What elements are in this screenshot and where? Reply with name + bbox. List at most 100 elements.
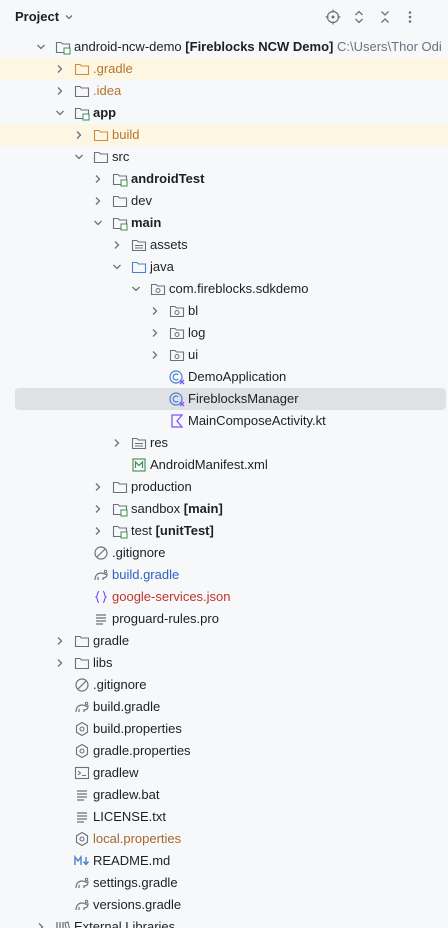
chevron-right-icon[interactable] [148,348,162,362]
tree-item-name: java [150,259,174,274]
tree-row[interactable]: settings.gradle [0,872,448,894]
tree-row[interactable]: README.md [0,850,448,872]
chevron-right-icon[interactable] [91,502,105,516]
tree-row[interactable]: .gitignore [0,542,448,564]
tree-item-name: google-services.json [112,589,231,604]
tree-item-label: README.md [93,850,170,872]
tree-row[interactable]: dev [0,190,448,212]
tree-row[interactable]: build.gradle [0,696,448,718]
tree-row[interactable]: gradlew [0,762,448,784]
more-options-icon[interactable] [399,6,421,28]
tree-row[interactable]: google-services.json [0,586,448,608]
tree-row[interactable]: LICENSE.txt [0,806,448,828]
chevron-right-icon[interactable] [148,326,162,340]
tree-row[interactable]: versions.gradle [0,894,448,916]
tree-row[interactable]: src [0,146,448,168]
tree-item-label: android-ncw-demo [Fireblocks NCW Demo] C… [74,36,442,58]
tree-item-label: androidTest [131,168,204,190]
chevron-right-icon[interactable] [72,128,86,142]
chevron-down-icon[interactable] [72,150,86,164]
chevron-down-icon[interactable] [53,106,67,120]
tree-row[interactable]: androidTest [0,168,448,190]
tree-item-name: gradle.properties [93,743,191,758]
tree-row[interactable]: android-ncw-demo [Fireblocks NCW Demo] C… [0,36,448,58]
tree-row[interactable]: main [0,212,448,234]
package-icon [169,347,185,363]
tree-row[interactable]: ui [0,344,448,366]
tree-row[interactable]: bl [0,300,448,322]
tree-row[interactable]: sandbox [main] [0,498,448,520]
resource-folder-icon [131,435,147,451]
tree-row[interactable]: gradlew.bat [0,784,448,806]
chevron-down-icon[interactable] [129,282,143,296]
tree-row[interactable]: External Libraries [0,916,448,928]
tree-item-label: build.gradle [93,696,160,718]
tree-item-label: main [131,212,161,234]
tree-row[interactable]: local.properties [0,828,448,850]
tree-row[interactable]: java [0,256,448,278]
tree-item-label: build.gradle [112,564,179,586]
manifest-icon [131,457,147,473]
chevron-right-icon[interactable] [34,920,48,928]
collapse-all-icon[interactable] [374,6,396,28]
chevron-right-icon[interactable] [148,304,162,318]
tree-row[interactable]: MainComposeActivity.kt [0,410,448,432]
chevron-down-icon[interactable] [110,260,124,274]
tree-row[interactable]: .gitignore [0,674,448,696]
tree-row[interactable]: build [0,124,448,146]
tree-item-name: build.properties [93,721,182,736]
folder-icon [74,655,90,671]
chevron-right-icon[interactable] [91,172,105,186]
project-view-selector[interactable]: Project [15,0,74,33]
tree-item-name: gradlew [93,765,139,780]
tree-row[interactable]: FireblocksManager [15,388,446,410]
ignore-file-icon [93,545,109,561]
tree-row[interactable]: assets [0,234,448,256]
chevron-right-icon[interactable] [110,436,124,450]
tree-row[interactable]: gradle [0,630,448,652]
chevron-down-icon[interactable] [91,216,105,230]
locate-icon[interactable] [322,6,344,28]
tree-row[interactable]: app [0,102,448,124]
tree-row[interactable]: gradle.properties [0,740,448,762]
tree-row[interactable]: com.fireblocks.sdkdemo [0,278,448,300]
tree-row[interactable]: AndroidManifest.xml [0,454,448,476]
tree-item-label: build [112,124,139,146]
tree-item-name: android-ncw-demo [74,39,182,54]
chevron-right-icon[interactable] [91,194,105,208]
chevron-right-icon[interactable] [53,84,67,98]
tree-row[interactable]: test [unitTest] [0,520,448,542]
tree-item-name: build.gradle [93,699,161,714]
gradle-icon [93,567,109,583]
tree-item-name: dev [131,193,152,208]
chevron-down-icon[interactable] [34,40,48,54]
tree-row[interactable]: .gradle [0,58,448,80]
chevron-right-icon[interactable] [110,238,124,252]
library-icon [55,919,71,928]
tree-row[interactable]: build.properties [0,718,448,740]
tree-row[interactable]: DemoApplication [0,366,448,388]
tree-item-label: build.properties [93,718,182,740]
chevron-right-icon[interactable] [53,634,67,648]
tree-item-name: test [131,523,152,538]
tree-row[interactable]: build.gradle [0,564,448,586]
terminal-icon [74,765,90,781]
tree-row[interactable]: libs [0,652,448,674]
ignore-file-icon [74,677,90,693]
tree-row[interactable]: production [0,476,448,498]
expand-all-icon[interactable] [348,6,370,28]
tree-row[interactable]: log [0,322,448,344]
tree-row[interactable]: proguard-rules.pro [0,608,448,630]
chevron-right-icon[interactable] [53,656,67,670]
tree-item-label: gradlew.bat [93,784,160,806]
chevron-right-icon[interactable] [53,62,67,76]
project-tree: android-ncw-demo [Fireblocks NCW Demo] C… [0,36,448,928]
chevron-right-icon[interactable] [91,480,105,494]
tree-row[interactable]: res [0,432,448,454]
chevron-right-icon[interactable] [91,524,105,538]
tree-row[interactable]: .idea [0,80,448,102]
chevron-down-icon [64,12,74,22]
markdown-icon [74,853,90,869]
tree-item-label: .gradle [93,58,133,80]
